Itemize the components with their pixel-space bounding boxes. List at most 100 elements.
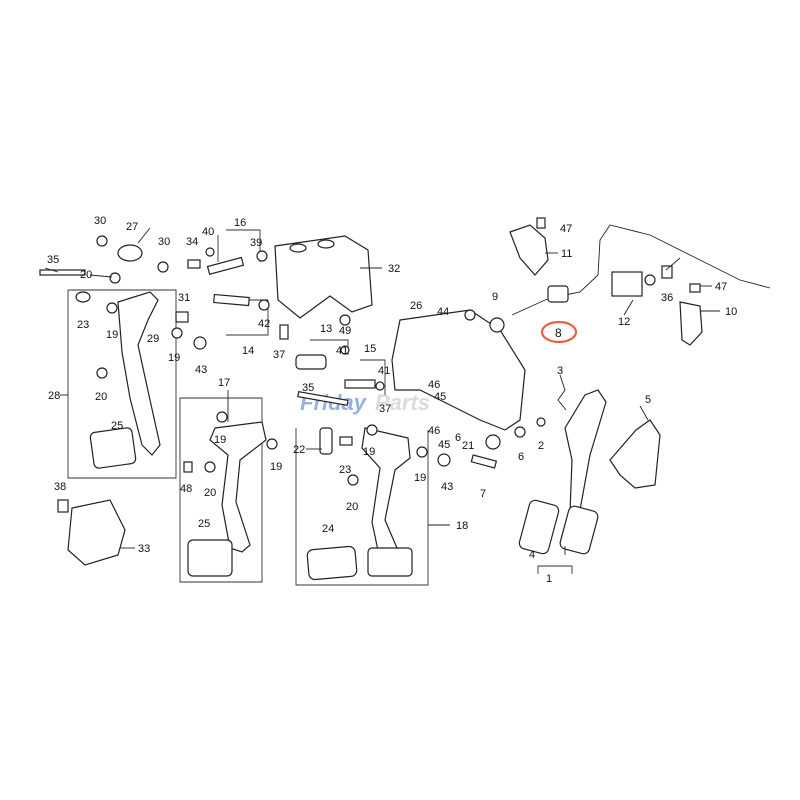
- spring-7: [470, 454, 498, 469]
- label-11: 11: [561, 248, 572, 260]
- nut-49: [339, 314, 351, 326]
- bracket-10: [679, 301, 703, 346]
- bracket-5: [609, 419, 661, 489]
- label-40: 40: [202, 226, 214, 238]
- nut-42: [258, 299, 270, 311]
- label-47-a: 47: [560, 223, 572, 235]
- clip-31: [175, 311, 189, 323]
- label-9: 9: [492, 291, 498, 303]
- leader-lines: [44, 227, 720, 555]
- washer-40: [205, 247, 215, 257]
- label-29: 29: [147, 333, 159, 345]
- nut-43-right: [437, 453, 451, 467]
- label-26: 26: [410, 300, 422, 312]
- label-21: 21: [462, 440, 474, 452]
- nut-44: [464, 309, 476, 321]
- bushing-20-left: [96, 367, 108, 379]
- label-43-left: 43: [195, 364, 207, 376]
- label-48: 48: [180, 483, 192, 495]
- bracket-28-group: [67, 289, 177, 479]
- label-28: 28: [48, 390, 60, 402]
- brake-pedal-arm-17: [209, 421, 267, 553]
- label-46-b: 46: [428, 425, 440, 437]
- label-19-e: 19: [363, 446, 375, 458]
- bracket-11: [509, 224, 549, 276]
- label-19-d: 19: [270, 461, 282, 473]
- accelerator-pad-4: [518, 499, 560, 555]
- label-20-b: 20: [95, 391, 107, 403]
- bushing-21: [485, 434, 501, 450]
- collar-23: [75, 291, 91, 303]
- label-12: 12: [618, 316, 630, 328]
- bolt-36: [661, 265, 673, 279]
- bushing-20-c: [204, 461, 216, 473]
- bushing-19-f: [416, 446, 428, 458]
- label-25-left: 25: [111, 420, 123, 432]
- bolt-35-mid: [297, 390, 349, 406]
- label-23-mid: 23: [339, 464, 351, 476]
- watermark: Friday Parts: [300, 390, 430, 415]
- label-33: 33: [138, 543, 150, 555]
- label-49: 49: [339, 325, 351, 337]
- label-45-b: 45: [438, 439, 450, 451]
- cable-fitting-8: [547, 285, 569, 303]
- label-36: 36: [661, 292, 673, 304]
- label-41-b: 41: [378, 365, 390, 377]
- bolt-47-a: [536, 217, 546, 229]
- bracket-12: [611, 271, 643, 297]
- switch-13: [295, 354, 327, 370]
- bushing-19-left: [106, 302, 118, 314]
- label-24: 24: [322, 523, 334, 535]
- label-47-b: 47: [715, 281, 727, 293]
- label-37-a: 37: [273, 349, 285, 361]
- label-35-mid: 35: [302, 382, 314, 394]
- label-27: 27: [126, 221, 138, 233]
- label-38: 38: [54, 481, 66, 493]
- label-20-a: 20: [80, 269, 92, 281]
- label-31: 31: [178, 292, 190, 304]
- pedal-bracket-32: [274, 235, 373, 319]
- bolt-47-b: [689, 283, 701, 293]
- control-unit-33: [67, 499, 126, 566]
- bushing-6-b: [514, 426, 526, 438]
- bracket-18-group: [295, 428, 429, 586]
- collar-23-mid: [339, 436, 353, 446]
- label-32: 32: [388, 263, 400, 275]
- clutch-pedal-arm-left: [117, 291, 161, 456]
- label-16: 16: [234, 217, 246, 229]
- group-brackets: [60, 229, 573, 586]
- label-46-a: 46: [428, 379, 440, 391]
- bushing-20-d: [347, 474, 359, 486]
- label-20-c: 20: [204, 487, 216, 499]
- pedal-pad-24: [306, 545, 358, 581]
- parts: [39, 217, 771, 581]
- label-19-f: 19: [414, 472, 426, 484]
- stop-48: [183, 461, 193, 473]
- label-45-a: 45: [434, 391, 446, 403]
- label-14: 14: [242, 345, 254, 357]
- accelerator-pad-right: [559, 505, 599, 555]
- label-42: 42: [258, 318, 270, 330]
- label-25-mid: 25: [198, 518, 210, 530]
- bushing-19-c: [216, 411, 228, 423]
- label-10: 10: [725, 306, 737, 318]
- bolt-38: [57, 499, 69, 513]
- label-17: 17: [218, 377, 230, 389]
- bushing-19-mid: [171, 327, 183, 339]
- label-4: 4: [529, 549, 535, 561]
- switch-22: [319, 427, 333, 455]
- bracket-15: [360, 359, 386, 395]
- label-20-d: 20: [346, 501, 358, 513]
- nut-39: [256, 250, 268, 262]
- label-6-b: 6: [518, 451, 524, 463]
- label-2: 2: [538, 440, 544, 452]
- spring-3: [557, 374, 567, 411]
- pedal-pad-25-mid: [187, 539, 233, 577]
- highlight-ring-8: [540, 320, 578, 344]
- label-7: 7: [480, 488, 486, 500]
- nut-34: [187, 259, 201, 269]
- label-3: 3: [557, 365, 563, 377]
- nut-43-left: [193, 336, 207, 350]
- label-37-b: 37: [379, 403, 391, 415]
